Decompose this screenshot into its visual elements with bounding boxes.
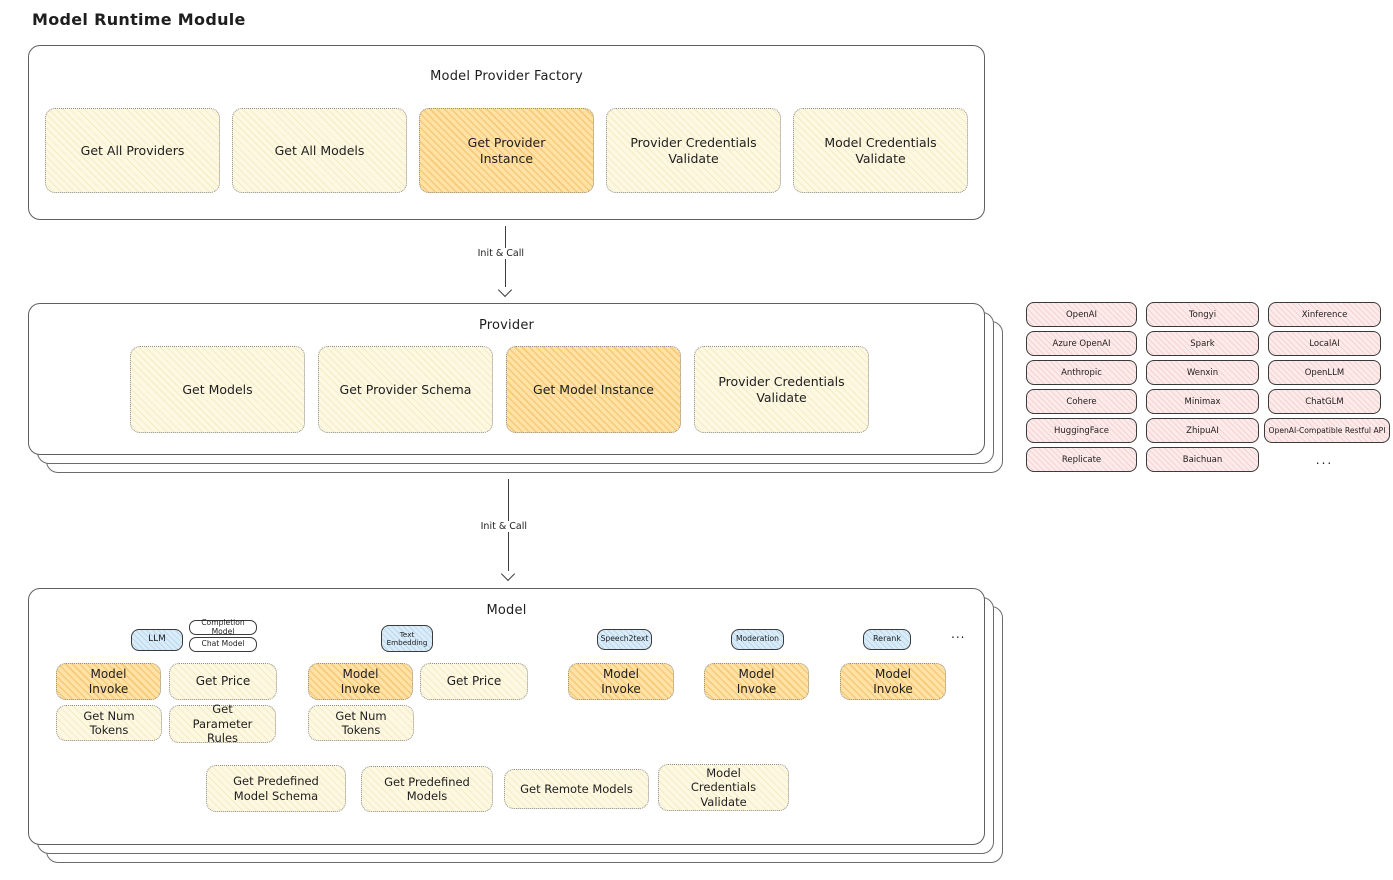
speech2text-model-invoke-box: Model Invoke: [568, 663, 674, 700]
model-credentials-validate-box-2: Model Credentials Validate: [658, 764, 789, 811]
get-all-models-label: Get All Models: [274, 142, 365, 158]
moderation-model-invoke-box: Model Invoke: [704, 663, 809, 700]
init-call-label: Init & Call: [474, 248, 527, 259]
get-predefined-models-box: Get Predefined Models: [361, 766, 493, 812]
init-call-label-2: Init & Call: [477, 521, 530, 532]
get-provider-instance-label: Get Provider Instance: [467, 134, 546, 166]
arrow-head-icon: [497, 282, 513, 298]
provider-chip: Wenxin: [1146, 360, 1259, 385]
rerank-tag: Rerank: [863, 629, 911, 650]
factory-button-row: Get All Providers Get All Models Get Pro…: [29, 108, 984, 193]
provider-chip: Xinference: [1268, 302, 1381, 327]
llm-get-num-tokens-box: Get Num Tokens: [56, 705, 162, 741]
provider-credentials-validate-label: Provider Credentials Validate: [630, 134, 757, 166]
factory-title: Model Provider Factory: [430, 69, 583, 84]
get-model-instance-label: Get Model Instance: [533, 381, 654, 397]
provider-credentials-validate-label-2: Provider Credentials Validate: [718, 373, 845, 405]
rerank-model-invoke-box: Model Invoke: [840, 663, 946, 700]
model-credentials-validate-box: Model Credentials Validate: [793, 108, 968, 193]
provider-chip: ChatGLM: [1268, 389, 1381, 414]
factory-to-provider-arrow: Init & Call: [460, 224, 550, 298]
embedding-get-num-tokens-box: Get Num Tokens: [308, 705, 414, 741]
model-types-more-ellipsis: ...: [951, 627, 966, 641]
provider-chip: Baichuan: [1146, 447, 1259, 472]
model-provider-factory-box: Model Provider Factory Get All Providers…: [28, 45, 985, 220]
arrow-head-icon: [500, 566, 516, 582]
completion-model-tag: Completion Model: [189, 618, 257, 635]
provider-button-row: Get Models Get Provider Schema Get Model…: [130, 346, 869, 433]
embedding-model-invoke-box: Model Invoke: [308, 663, 413, 700]
get-remote-models-box: Get Remote Models: [504, 769, 649, 809]
provider-credentials-validate-box: Provider Credentials Validate: [606, 108, 781, 193]
get-provider-schema-box: Get Provider Schema: [318, 346, 493, 433]
speech2text-tag: Speech2text: [597, 629, 652, 650]
provider-chip: HuggingFace: [1026, 418, 1137, 443]
embedding-get-price-box: Get Price: [420, 663, 528, 700]
text-embedding-tag: Text Embedding: [381, 625, 433, 652]
get-model-instance-box: Get Model Instance: [506, 346, 681, 433]
moderation-tag: Moderation: [731, 629, 784, 650]
llm-get-price-box: Get Price: [169, 663, 277, 700]
get-all-models-box: Get All Models: [232, 108, 407, 193]
provider-chip: Tongyi: [1146, 302, 1259, 327]
provider-to-model-arrow: Init & Call: [463, 477, 553, 582]
provider-chip: ZhipuAI: [1146, 418, 1259, 443]
provider-chip: Anthropic: [1026, 360, 1137, 385]
get-predefined-model-schema-box: Get Predefined Model Schema: [206, 765, 346, 812]
llm-tag: LLM: [131, 629, 183, 651]
provider-chip: Cohere: [1026, 389, 1137, 414]
provider-chip: Minimax: [1146, 389, 1259, 414]
get-models-box: Get Models: [130, 346, 305, 433]
get-models-label: Get Models: [182, 381, 253, 397]
provider-chip: LocalAI: [1268, 331, 1381, 356]
get-all-providers-box: Get All Providers: [45, 108, 220, 193]
provider-chip: OpenLLM: [1268, 360, 1381, 385]
get-all-providers-label: Get All Providers: [80, 142, 185, 158]
llm-model-invoke-box: Model Invoke: [56, 663, 161, 700]
provider-list-panel: OpenAI Tongyi Xinference Azure OpenAI Sp…: [1026, 302, 1390, 472]
model-title: Model: [486, 603, 527, 618]
provider-chip: Azure OpenAI: [1026, 331, 1137, 356]
llm-get-parameter-rules-box: Get Parameter Rules: [169, 702, 276, 745]
chat-model-tag: Chat Model: [189, 637, 257, 652]
get-provider-schema-label: Get Provider Schema: [339, 381, 472, 397]
provider-chip: OpenAI-Compatible Restful API: [1264, 418, 1390, 443]
provider-box: Provider Get Models Get Provider Schema …: [28, 303, 985, 455]
model-box: Model LLM Completion Model Chat Model Te…: [28, 588, 985, 845]
model-credentials-validate-label: Model Credentials Validate: [824, 134, 937, 166]
get-provider-instance-box: Get Provider Instance: [419, 108, 594, 193]
provider-title: Provider: [478, 318, 535, 333]
provider-chip: OpenAI: [1026, 302, 1137, 327]
providers-more-ellipsis: ...: [1315, 452, 1334, 467]
page-title: Model Runtime Module: [32, 10, 246, 29]
provider-credentials-validate-box-2: Provider Credentials Validate: [694, 346, 869, 433]
provider-chip: Replicate: [1026, 447, 1137, 472]
provider-chip: Spark: [1146, 331, 1259, 356]
